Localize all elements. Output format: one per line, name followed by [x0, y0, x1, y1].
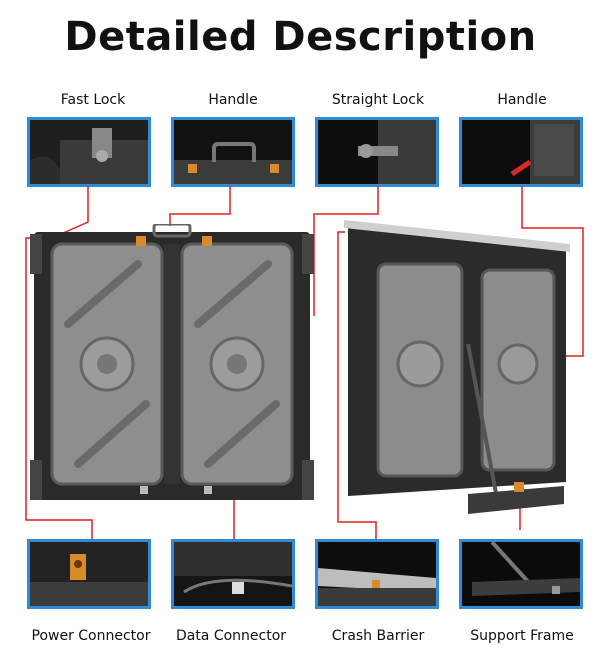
thumb-handle-2 — [459, 117, 583, 187]
label-data-connector: Data Connector — [175, 628, 287, 644]
handle-photo-1 — [174, 120, 292, 184]
thumb-handle-1 — [171, 117, 295, 187]
callout-handle-2 — [521, 186, 584, 357]
callout-handle-1 — [169, 186, 231, 226]
cabinet-front-view — [28, 224, 316, 508]
straight-lock-photo — [318, 120, 436, 184]
callout-crash-barrier — [337, 231, 377, 540]
label-handle-2: Handle — [497, 92, 547, 108]
label-fast-lock: Fast Lock — [60, 92, 126, 108]
page-title: Detailed Description — [64, 14, 537, 60]
support-frame-photo — [462, 542, 580, 606]
thumb-power-connector — [27, 539, 151, 609]
handle-photo-2 — [462, 120, 580, 184]
thumb-straight-lock — [315, 117, 439, 187]
label-straight-lock: Straight Lock — [331, 92, 425, 108]
thumb-fast-lock — [27, 117, 151, 187]
thumb-crash-barrier — [315, 539, 439, 609]
data-connector-photo — [174, 542, 292, 606]
cabinet-front-image — [30, 224, 314, 500]
crash-barrier-photo — [318, 542, 436, 606]
cabinet-perspective-view — [338, 214, 576, 526]
cabinet-perspective-image — [344, 220, 570, 514]
label-crash-barrier: Crash Barrier — [331, 628, 425, 644]
fast-lock-photo — [30, 120, 148, 184]
label-handle-1: Handle — [208, 92, 258, 108]
thumb-data-connector — [171, 539, 295, 609]
power-connector-photo — [30, 542, 148, 606]
label-support-frame: Support Frame — [470, 628, 574, 644]
thumb-support-frame — [459, 539, 583, 609]
label-power-connector: Power Connector — [31, 628, 151, 644]
